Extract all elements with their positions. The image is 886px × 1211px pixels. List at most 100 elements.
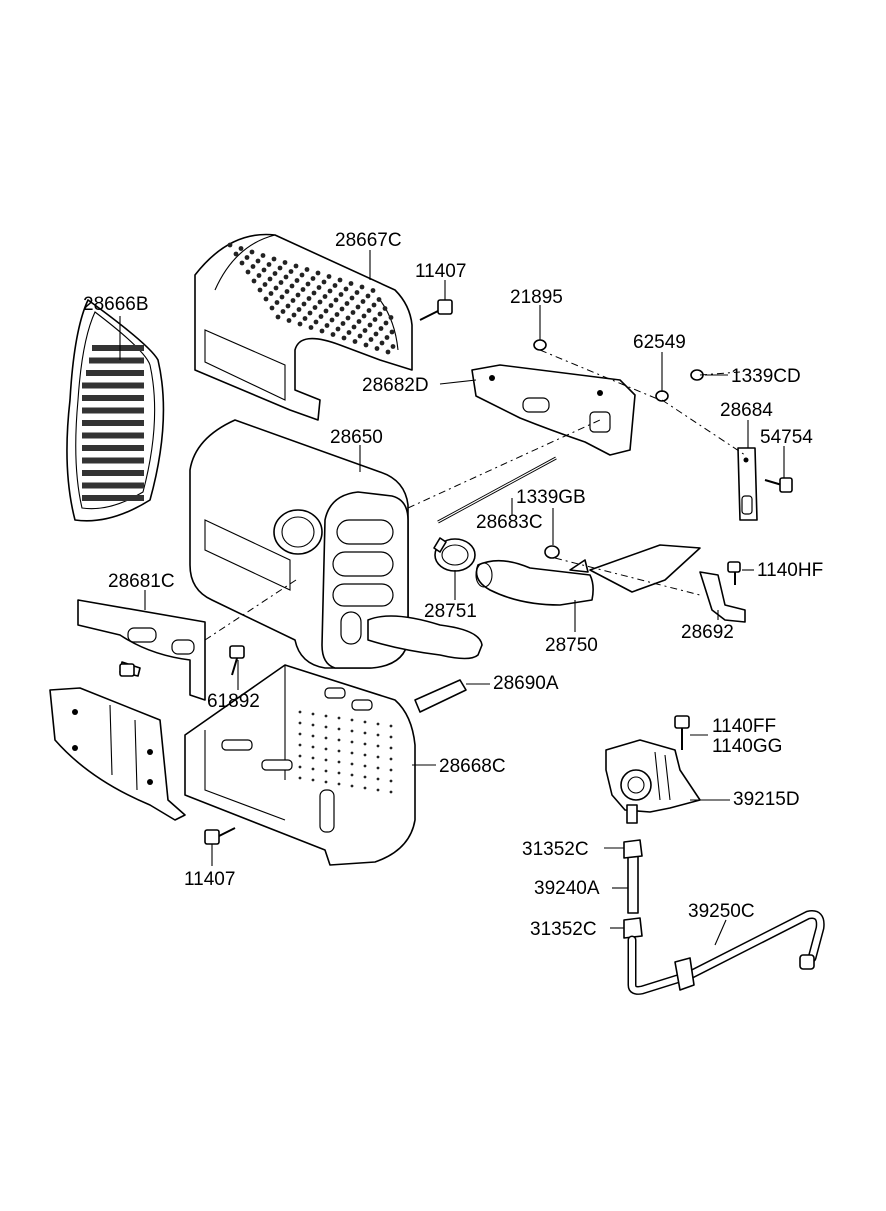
perforation bbox=[324, 769, 328, 773]
top-cover-28667C bbox=[194, 233, 413, 421]
perforation bbox=[351, 324, 357, 330]
perforation bbox=[274, 300, 280, 305]
perforation bbox=[298, 710, 302, 714]
perforation bbox=[322, 294, 328, 299]
perforation bbox=[298, 721, 302, 725]
perforation bbox=[350, 762, 354, 766]
perforation bbox=[363, 742, 367, 746]
clamp-28751 bbox=[433, 537, 476, 572]
perforation bbox=[288, 269, 294, 274]
perforation bbox=[301, 301, 307, 307]
perforation bbox=[362, 328, 368, 333]
perforation bbox=[308, 325, 314, 330]
perforation bbox=[300, 287, 306, 292]
perforation bbox=[284, 289, 290, 294]
heat-shield-strip bbox=[49, 687, 186, 821]
perforation bbox=[311, 778, 315, 782]
perforation bbox=[385, 349, 391, 355]
label-11407-top: 11407 bbox=[415, 261, 466, 282]
perforation bbox=[350, 784, 354, 788]
perforation bbox=[244, 255, 250, 260]
perforation bbox=[268, 291, 274, 296]
perforation bbox=[239, 260, 245, 266]
perforation bbox=[363, 753, 367, 757]
perforation bbox=[233, 251, 239, 257]
pump-39215D bbox=[605, 739, 701, 824]
perforation bbox=[271, 256, 277, 262]
perforation bbox=[335, 326, 341, 332]
perforation bbox=[251, 278, 257, 284]
perforation bbox=[293, 263, 299, 269]
perforation bbox=[296, 307, 302, 312]
perforation bbox=[356, 319, 362, 324]
perforation bbox=[344, 301, 350, 306]
perforation bbox=[282, 260, 288, 265]
label-28690A: 28690A bbox=[493, 673, 559, 694]
hose-39240A bbox=[623, 839, 643, 939]
perforation bbox=[324, 780, 328, 784]
perforation bbox=[316, 285, 322, 290]
perforation bbox=[376, 722, 380, 726]
perforation bbox=[337, 277, 343, 283]
rod-28683C bbox=[437, 456, 557, 524]
bracket-28692 bbox=[699, 571, 746, 623]
perforation bbox=[319, 328, 325, 334]
perforation bbox=[363, 731, 367, 735]
perforation bbox=[350, 718, 354, 722]
strap-28690A bbox=[414, 679, 467, 713]
perforation bbox=[337, 760, 341, 764]
perforation bbox=[340, 321, 346, 326]
grille-slat bbox=[86, 370, 144, 376]
perforation bbox=[302, 316, 308, 321]
label-31352C-top: 31352C bbox=[522, 839, 589, 860]
perforation bbox=[355, 304, 361, 310]
perforation bbox=[338, 292, 344, 297]
perforation bbox=[354, 290, 360, 295]
leader-lines bbox=[119, 250, 785, 946]
perforation bbox=[376, 755, 380, 759]
perforation bbox=[376, 297, 382, 302]
perforation bbox=[363, 775, 367, 779]
grille-slat bbox=[82, 407, 144, 414]
label-62549: 62549 bbox=[633, 332, 686, 353]
label-1339GB: 1339GB bbox=[516, 487, 586, 508]
grille-slat bbox=[92, 345, 144, 351]
perforation bbox=[349, 295, 355, 301]
perforation bbox=[350, 751, 354, 755]
perforation bbox=[324, 323, 330, 328]
perforation bbox=[376, 766, 380, 770]
label-28667C: 28667C bbox=[335, 230, 402, 251]
perforation bbox=[376, 788, 380, 792]
perforation bbox=[368, 337, 374, 342]
perforation bbox=[261, 267, 267, 273]
assembly-centre-lines bbox=[204, 349, 746, 641]
nut-21895 bbox=[533, 339, 547, 351]
perforation bbox=[272, 271, 278, 276]
perforation bbox=[260, 253, 266, 258]
perforation bbox=[337, 727, 341, 731]
perforation bbox=[332, 283, 338, 288]
tube-39250C bbox=[627, 910, 825, 995]
label-1140FF: 1140FF bbox=[712, 716, 776, 737]
perforation bbox=[389, 735, 393, 739]
perforation bbox=[337, 738, 341, 742]
label-1140HF: 1140HF bbox=[757, 560, 823, 581]
perforation bbox=[273, 285, 279, 291]
label-28692: 28692 bbox=[681, 622, 734, 643]
perforation bbox=[256, 273, 262, 278]
grille-slat bbox=[82, 432, 144, 439]
perforation bbox=[366, 308, 372, 313]
perforation bbox=[370, 288, 376, 293]
label-61892: 61892 bbox=[207, 691, 260, 712]
perforation bbox=[382, 306, 388, 311]
label-28681C: 28681C bbox=[108, 571, 175, 592]
perforation bbox=[337, 782, 341, 786]
bolt-1140HF bbox=[727, 561, 741, 585]
label-1140GG: 1140GG bbox=[712, 736, 782, 757]
plate-28684 bbox=[737, 447, 758, 521]
bolt-1140FF bbox=[674, 715, 690, 750]
label-39250C: 39250C bbox=[688, 901, 755, 922]
perforation bbox=[377, 311, 383, 317]
